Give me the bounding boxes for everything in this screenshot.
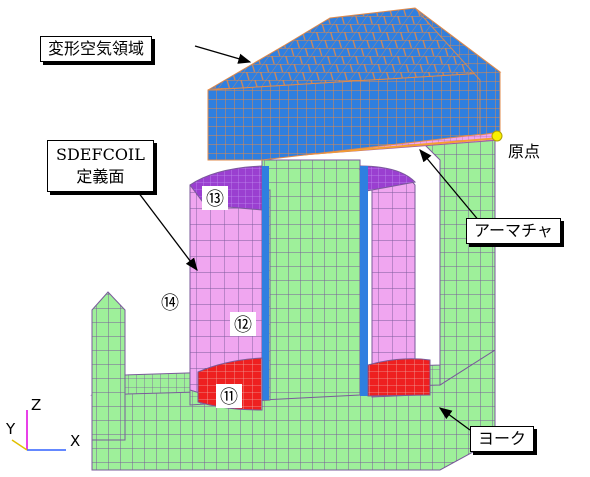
region-number-13-text: ⑬ [206,189,224,210]
deforming-air-region [207,7,502,161]
air-region-top [207,7,502,91]
y-axis-line [11,439,28,451]
yoke-left-pillar [91,291,126,441]
label-sdefcoil-line1: SDEFCOIL [56,145,145,164]
label-sdefcoil-line2: 定義面 [76,167,125,186]
yoke-right-wall [413,127,496,386]
coil-right-top [359,165,416,193]
region-number-12-text: ⑫ [234,315,252,336]
z-axis-label: Z [31,396,41,414]
arrow-armature [419,149,481,223]
arrow-air-region [194,45,252,64]
region-number-11: ⑪ [216,384,242,408]
origin-marker [491,130,503,142]
arrow-yoke [438,407,471,431]
coil-right-bottom [367,358,431,397]
label-armature: アーマチャ [466,218,561,244]
label-origin-text: 原点 [508,142,541,161]
label-origin: 原点 [508,138,540,162]
region-number-14: ⑭ [157,290,183,314]
region-number-11-text: ⑪ [220,387,238,408]
x-axis-label: X [70,432,80,450]
coil [189,165,431,411]
yoke-center-core [261,159,361,401]
region-number-14-text: ⑭ [161,293,179,314]
label-deforming-air-region: 変形空気領域 [40,36,153,62]
label-sdefcoil: SDEFCOIL 定義面 [47,140,154,192]
coil-left-stripe [262,166,269,400]
air-region-side [414,7,501,136]
coil-right-stripe [360,166,368,396]
y-axis-label: Y [5,420,16,438]
arrow-sdefcoil [134,187,198,272]
region-number-13: ⑬ [202,186,228,210]
label-yoke-text: ヨーク [478,429,527,448]
label-yoke: ヨーク [470,426,535,452]
label-deforming-air-region-text: 変形空気領域 [48,39,145,58]
region-number-12: ⑫ [230,312,256,336]
label-armature-text: アーマチャ [474,221,553,240]
axis-triad: Z X Y [5,396,80,451]
